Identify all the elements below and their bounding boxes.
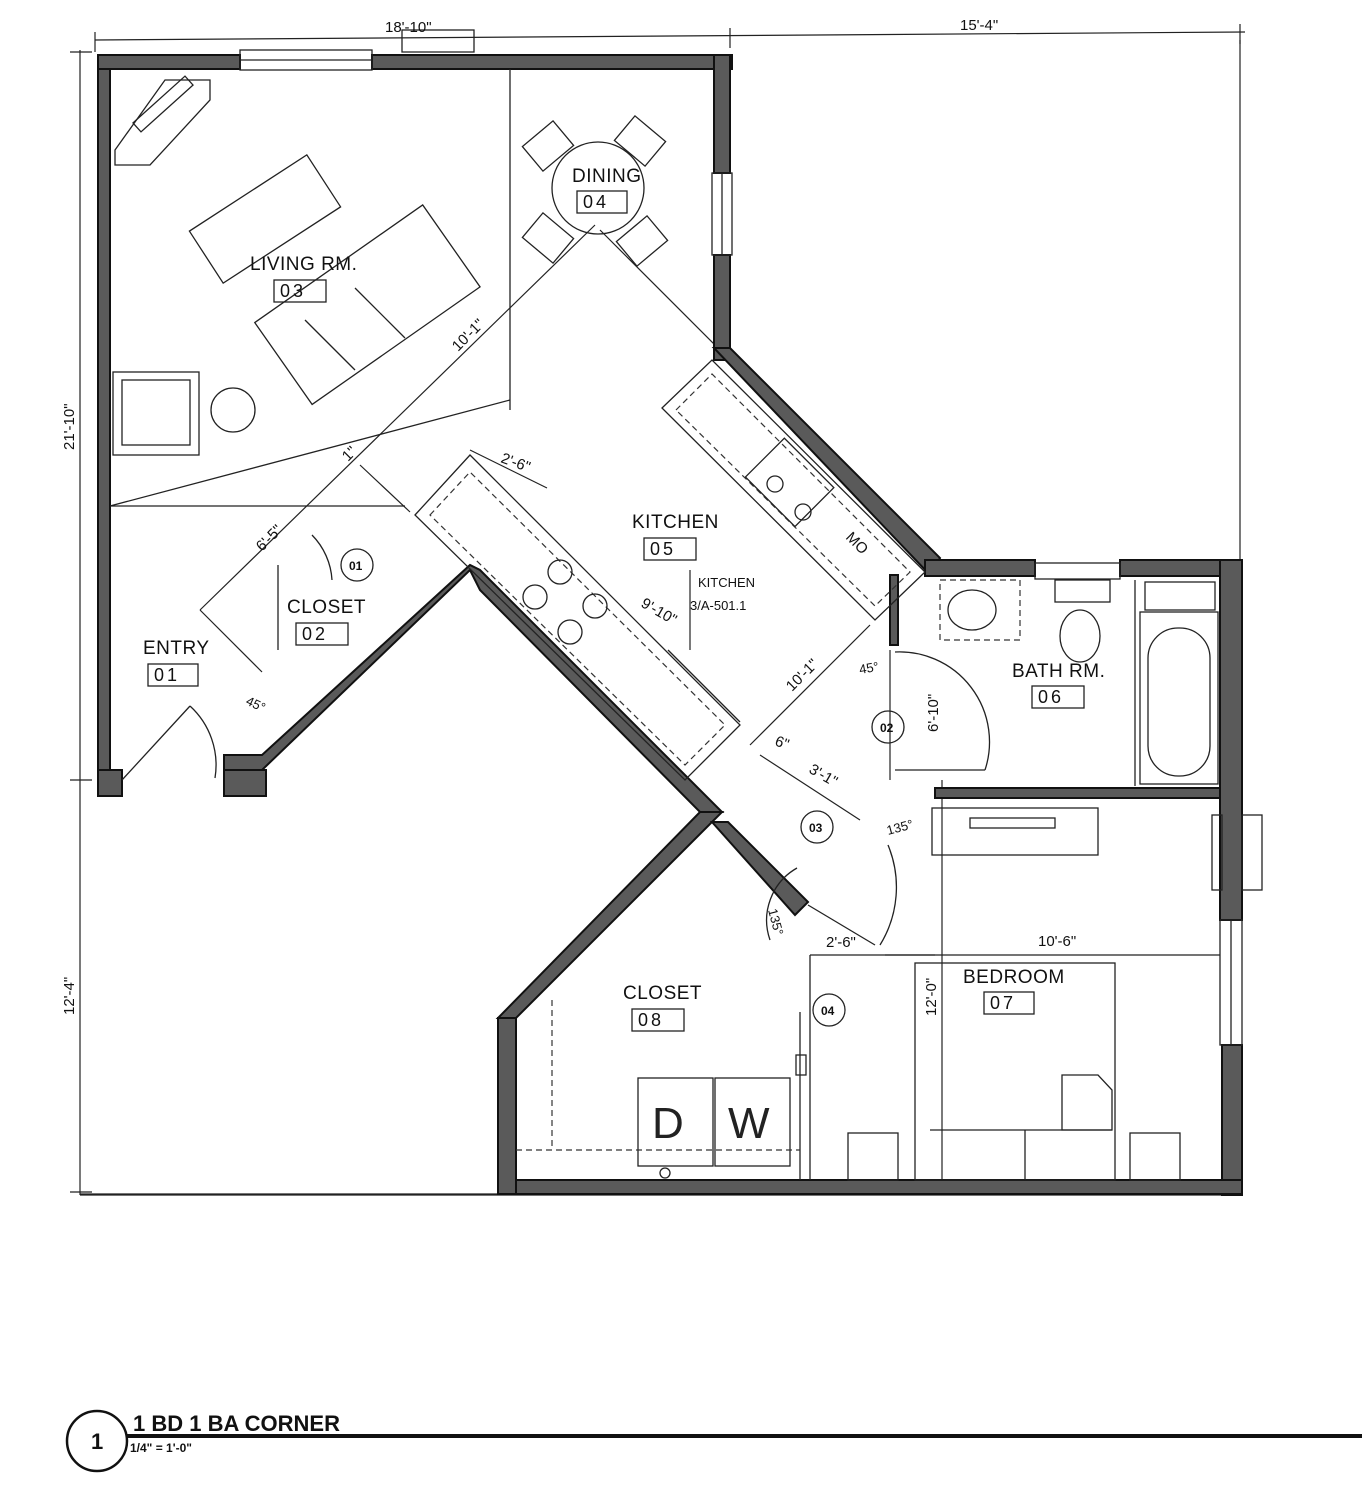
room-number: 08 (638, 1010, 664, 1030)
door-tag-02: 02 (871, 710, 905, 744)
microwave-label: MO (842, 529, 871, 558)
room-number: 03 (280, 281, 306, 301)
door-tag-01: 01 (340, 548, 374, 582)
dryer-label: D (652, 1099, 684, 1148)
door-tag-03: 03 (800, 810, 834, 844)
dim-counter-length: 9'-10" (638, 595, 680, 629)
room-label-closet-02: CLOSET 02 (287, 597, 366, 646)
room-label-closet-08: CLOSET 08 (623, 983, 702, 1032)
living-furniture (109, 69, 511, 507)
angle-45-right: 45° (858, 659, 880, 677)
bath-fixtures (939, 579, 1219, 786)
dim-bath-height: 6'-10" (925, 694, 942, 732)
room-number: 05 (650, 539, 676, 559)
dim-bedroom-width: 10'-6" (1038, 933, 1076, 950)
angle-135-lower: 135° (765, 907, 786, 937)
dim-hall-three: 3'-1" (806, 761, 840, 791)
room-label-living: LIVING RM. 03 (250, 254, 357, 303)
room-name: LIVING RM. (250, 254, 357, 275)
dim-one-inch: 1" (339, 443, 361, 465)
dim-closet-width: 2'-6" (826, 934, 856, 951)
door-tag-text: 01 (349, 559, 363, 573)
room-number: 01 (154, 665, 180, 685)
room-label-bath: BATH RM. 06 (1012, 661, 1105, 709)
bedroom-furniture (847, 807, 1181, 1181)
washer-label: W (728, 1099, 770, 1148)
angle-labels: 45° 45° 135° 135° (244, 659, 915, 937)
room-number: 04 (583, 192, 609, 212)
room-name: CLOSET (623, 983, 702, 1004)
dim-left-upper: 21'-10" (61, 403, 78, 450)
dim-left-lower: 12'-4" (61, 977, 78, 1015)
room-name: KITCHEN (632, 512, 719, 533)
dim-bedroom-height: 12'-0" (923, 978, 940, 1016)
room-name: BEDROOM (963, 967, 1065, 988)
dimension-labels: 18'-10" 15'-4" 21'-10" 12'-4" 10'-1" 6'-… (61, 17, 1076, 1016)
door-tag-04: 04 (812, 993, 846, 1027)
kitchen-ref-detail: 3/A-501.1 (690, 598, 746, 613)
dining-furniture (521, 114, 669, 268)
drawing-title: 1 BD 1 BA CORNER (133, 1411, 340, 1436)
room-number: 02 (302, 624, 328, 644)
door-tag-text: 03 (809, 821, 823, 835)
kitchen-ref-label: KITCHEN (698, 575, 755, 590)
title-block: 1 1 BD 1 BA CORNER 1/4" = 1'-0" (65, 1409, 1362, 1473)
room-name: DINING (572, 166, 642, 187)
room-label-entry: ENTRY 01 (143, 638, 210, 687)
angle-45-left: 45° (244, 693, 268, 715)
windows (239, 29, 1263, 1046)
room-label-bedroom: BEDROOM 07 (963, 967, 1065, 1015)
door-tag-text: 04 (821, 1004, 835, 1018)
room-label-kitchen: KITCHEN 05 (632, 512, 719, 561)
angle-135-upper: 135° (885, 816, 915, 837)
drawing-number: 1 (91, 1429, 103, 1454)
dim-hall-six: 6" (773, 733, 792, 754)
room-name: CLOSET (287, 597, 366, 618)
room-number: 07 (990, 993, 1016, 1013)
walls (97, 54, 1243, 1196)
dim-entry-diagonal: 6'-5" (253, 522, 286, 555)
room-number: 06 (1038, 687, 1064, 707)
room-name: ENTRY (143, 638, 210, 659)
dim-top-right: 15'-4" (960, 17, 998, 34)
room-name: BATH RM. (1012, 661, 1105, 682)
kitchen-counters (414, 359, 926, 781)
doors (121, 534, 991, 946)
dim-top-left: 18'-10" (385, 19, 432, 36)
laundry (516, 955, 811, 1180)
room-label-dining: DINING 04 (572, 166, 642, 214)
dim-hall-diagonal: 10'-1" (783, 656, 822, 695)
drawing-scale: 1/4" = 1'-0" (130, 1441, 192, 1455)
door-tag-text: 02 (880, 721, 894, 735)
